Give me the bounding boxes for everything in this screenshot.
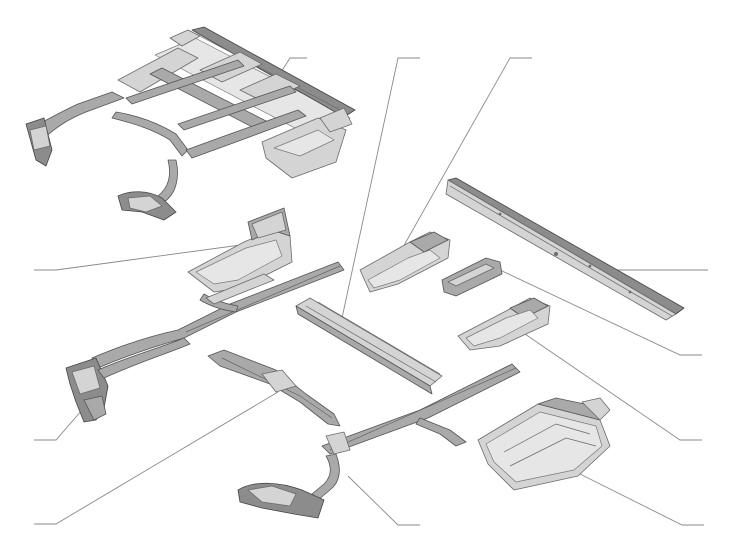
small-bracket [441,257,503,297]
leader-front-rail-end [34,409,83,441]
leader-front-floor-pan [34,243,249,271]
front-rail-assembly [65,261,345,423]
leader-bracket-lower [521,331,702,441]
leader-center-rail [341,57,420,319]
rocker-sill [445,177,685,321]
rear-rail-assembly [237,363,521,519]
leader-left-bracket [397,57,532,257]
assembled-underbody [25,26,356,221]
leader-lines [34,57,708,526]
front-floor-pan [187,207,293,293]
lower-bracket [457,297,551,351]
leader-small-bracket [499,269,702,356]
crossmember [207,349,341,427]
leader-rear-rail [347,475,420,526]
center-rail [295,297,443,395]
leader-rear-floor-pan [571,469,704,526]
left-bracket [359,231,451,293]
rear-floor-pan [477,397,611,491]
leader-crossmember [34,391,279,525]
